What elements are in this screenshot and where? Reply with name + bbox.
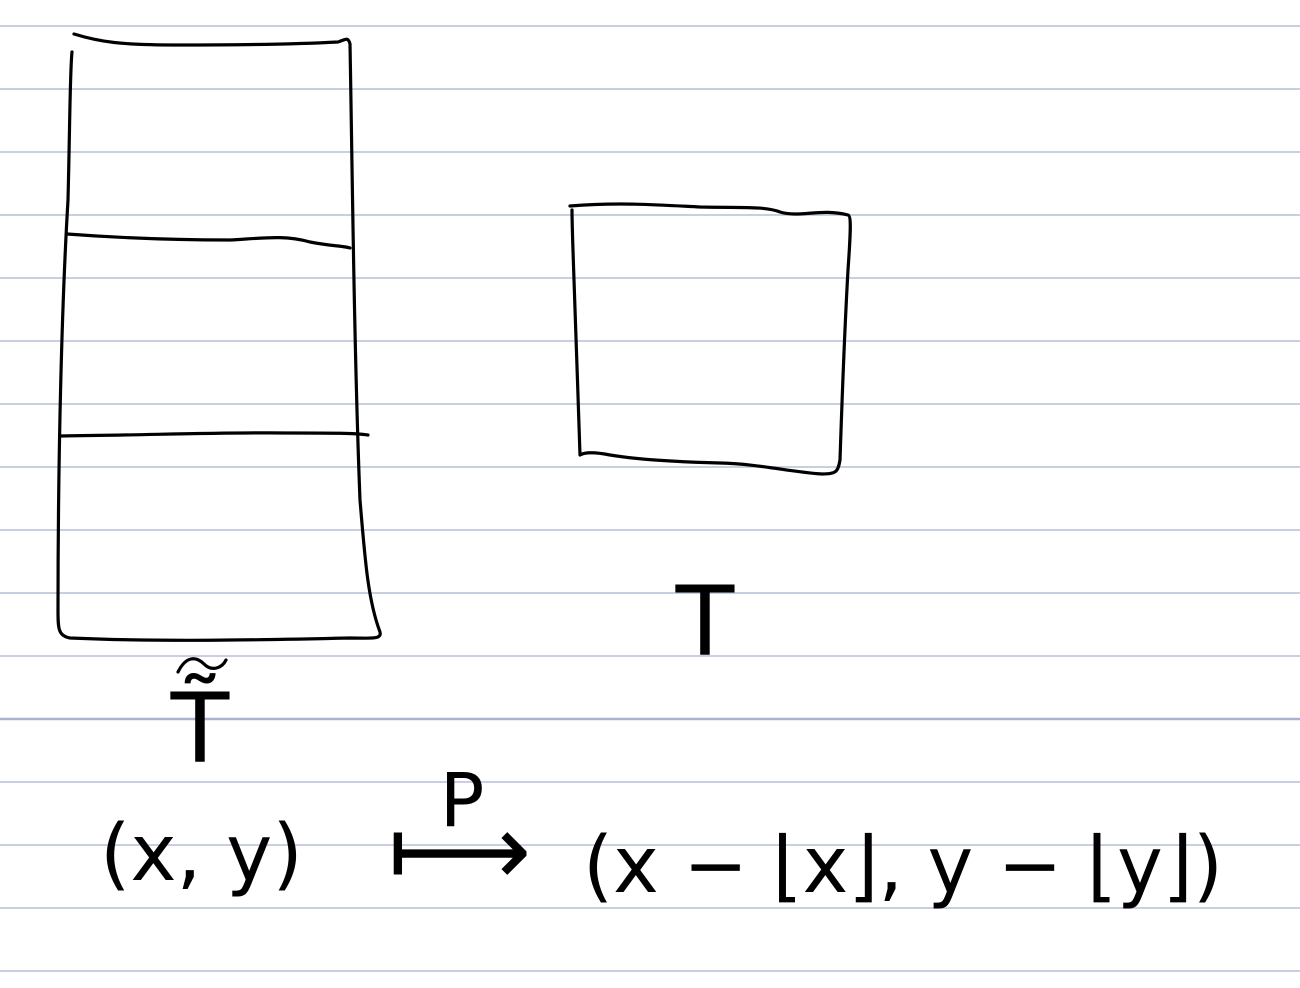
torus-outline <box>568 202 852 476</box>
cylinder-label: T̃ <box>170 673 230 785</box>
cylinder-divider-lower <box>58 431 370 438</box>
torus-label: T <box>675 566 735 678</box>
map-arrow: ⟼ <box>388 792 531 909</box>
labels: T̃ T P (x, y) ⟼ (x − ⌊x⌋, y − ⌊y⌋) <box>100 566 1223 911</box>
cylinder-stack-diagram <box>56 32 382 642</box>
ruled-lines <box>0 25 1300 972</box>
cylinder-divider-upper <box>65 232 352 250</box>
image-point: (x − ⌊x⌋, y − ⌊y⌋) <box>583 821 1223 911</box>
domain-point: (x, y) <box>100 809 303 899</box>
torus-square-diagram <box>568 202 852 476</box>
tilde-mark <box>176 657 228 674</box>
map-name-label: P <box>440 758 485 844</box>
cylinder-outline <box>56 32 382 642</box>
